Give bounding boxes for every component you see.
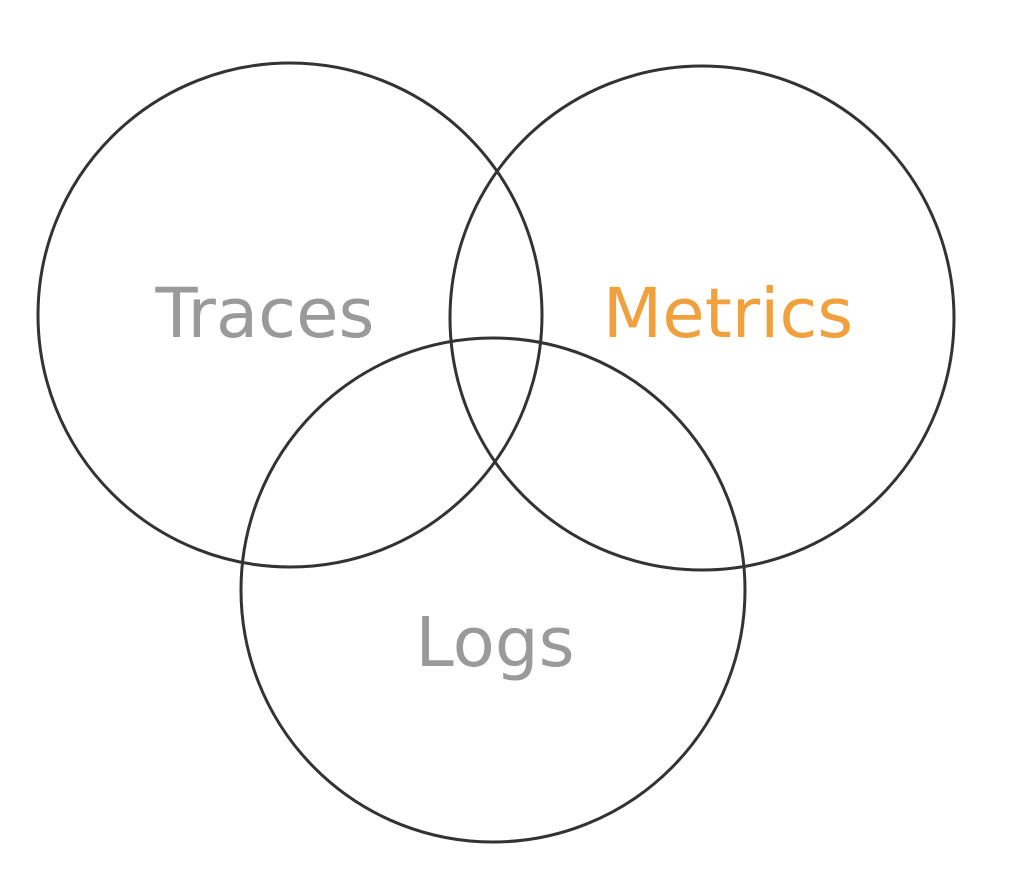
traces-label: Traces [155, 274, 375, 354]
metrics-label: Metrics [603, 274, 853, 354]
logs-label: Logs [415, 603, 574, 683]
logs-circle [239, 336, 747, 844]
traces-circle [36, 61, 544, 569]
metrics-set: Metrics [448, 64, 956, 572]
metrics-circle [448, 64, 956, 572]
logs-set: Logs [239, 336, 747, 844]
traces-set: Traces [36, 61, 544, 569]
